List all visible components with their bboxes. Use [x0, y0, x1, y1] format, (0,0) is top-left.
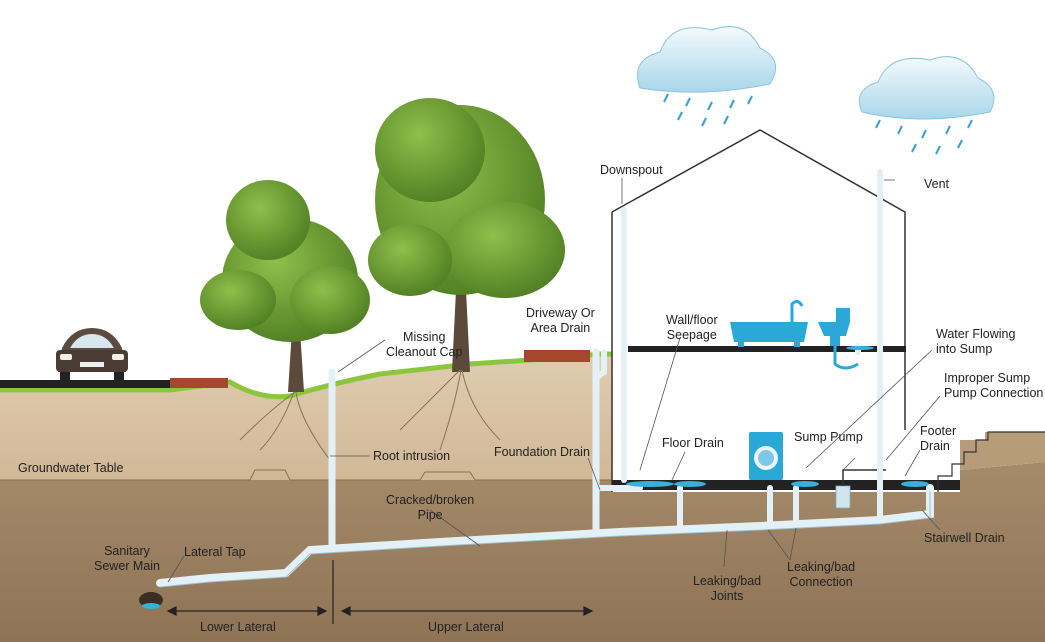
- label-footer-drain: Footer Drain: [920, 424, 957, 453]
- label-leaking-joints: Leaking/bad Joints: [693, 574, 762, 603]
- label-downspout: Downspout: [600, 163, 663, 177]
- ground: [0, 352, 1045, 642]
- label-sanitary-sewer-main: Sanitary Sewer Main: [94, 544, 160, 573]
- label-sump-pump: Sump Pump: [794, 430, 863, 444]
- label-stairwell-drain: Stairwell Drain: [924, 531, 1005, 545]
- label-wall-seepage: Wall/floor Seepage: [666, 313, 718, 342]
- car-icon: [56, 328, 128, 381]
- washing-machine-icon: [749, 432, 783, 480]
- label-improper-sump: Improper Sump Pump Connection: [944, 371, 1044, 400]
- grass-line: [0, 351, 612, 400]
- label-vent: Vent: [924, 177, 950, 191]
- bathtub-icon: [730, 299, 808, 347]
- tree-small: [200, 180, 370, 392]
- label-floor-drain: Floor Drain: [662, 436, 724, 450]
- tree-roots: [239, 369, 501, 461]
- sump-pump-icon: [835, 469, 886, 509]
- label-missing-cleanout: Missing Cleanout Cap: [386, 330, 463, 359]
- leader-lines: [167, 178, 941, 583]
- cloud-icon: [637, 26, 777, 127]
- label-groundwater-table: Groundwater Table: [18, 461, 124, 475]
- curb-brick: [170, 378, 228, 388]
- label-upper-lateral: Upper Lateral: [428, 620, 504, 634]
- tree-large: [368, 98, 565, 372]
- house: [611, 129, 1045, 492]
- label-foundation-drain: Foundation Drain: [494, 445, 590, 459]
- water-spots: [139, 346, 929, 609]
- label-cracked-pipe: Cracked/broken Pipe: [386, 493, 475, 522]
- lateral-dimension: [166, 560, 594, 624]
- label-root-intrusion: Root intrusion: [373, 449, 451, 463]
- road: [0, 380, 172, 388]
- label-lateral-tap: Lateral Tap: [184, 545, 246, 559]
- toilet-icon: [818, 308, 859, 370]
- label-driveway-drain: Driveway Or Area Drain: [526, 306, 595, 335]
- cloud-icon: [858, 56, 995, 155]
- driveway-brick: [524, 350, 590, 362]
- label-leaking-connection: Leaking/bad Connection: [787, 560, 856, 589]
- label-lower-lateral: Lower Lateral: [200, 620, 276, 634]
- label-water-into-sump: Water Flowing into Sump: [936, 327, 1016, 356]
